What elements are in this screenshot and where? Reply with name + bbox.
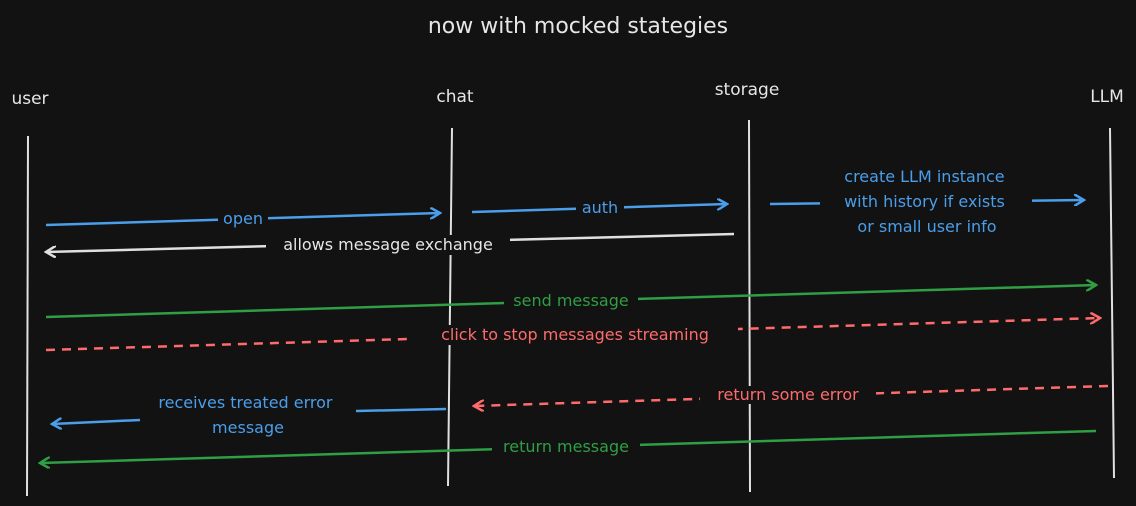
lifeline-user xyxy=(26,135,29,497)
label-open: open xyxy=(223,209,263,228)
label-receives-error-line-2: message xyxy=(212,418,284,437)
label-send-message: send message xyxy=(513,291,628,310)
label-bg-send-message xyxy=(504,292,638,310)
lifeline-storage xyxy=(748,119,751,493)
label-auth: auth xyxy=(582,198,618,217)
actor-user: user xyxy=(11,89,48,109)
label-receives-error: receives treated error message xyxy=(158,393,337,437)
diagram-title: now with mocked stategies xyxy=(428,14,728,39)
arrow-receives-error xyxy=(52,420,141,424)
label-bg-create-llm xyxy=(820,188,1032,208)
label-bg-return-message xyxy=(492,438,640,456)
label-bg-return-error xyxy=(700,386,876,404)
label-stop-streaming: click to stop messages streaming xyxy=(441,325,709,344)
label-bg-open xyxy=(218,210,268,228)
label-return-message: return message xyxy=(503,437,629,456)
lifeline-chat xyxy=(447,127,453,487)
label-bg-auth xyxy=(576,199,624,217)
arrow-receives-error-seg xyxy=(355,407,447,413)
label-create-llm-line-3: or small user info xyxy=(857,217,996,236)
actor-storage: storage xyxy=(715,80,780,100)
label-return-error: return some error xyxy=(717,385,859,404)
arrow-return-error xyxy=(474,384,1109,406)
label-bg-allows-exchange xyxy=(266,235,510,255)
label-allows-exchange: allows message exchange xyxy=(283,235,493,254)
actor-llm: LLM xyxy=(1090,87,1124,107)
lifeline-llm xyxy=(1109,127,1115,479)
label-create-llm-line-2: with history if exists xyxy=(844,192,1005,211)
actor-chat: chat xyxy=(436,87,474,107)
label-bg-stop-streaming xyxy=(412,325,738,345)
label-receives-error-line-1: receives treated error xyxy=(158,393,333,412)
label-create-llm: create LLM instance with history if exis… xyxy=(844,167,1010,236)
label-create-llm-line-1: create LLM instance xyxy=(844,167,1004,186)
